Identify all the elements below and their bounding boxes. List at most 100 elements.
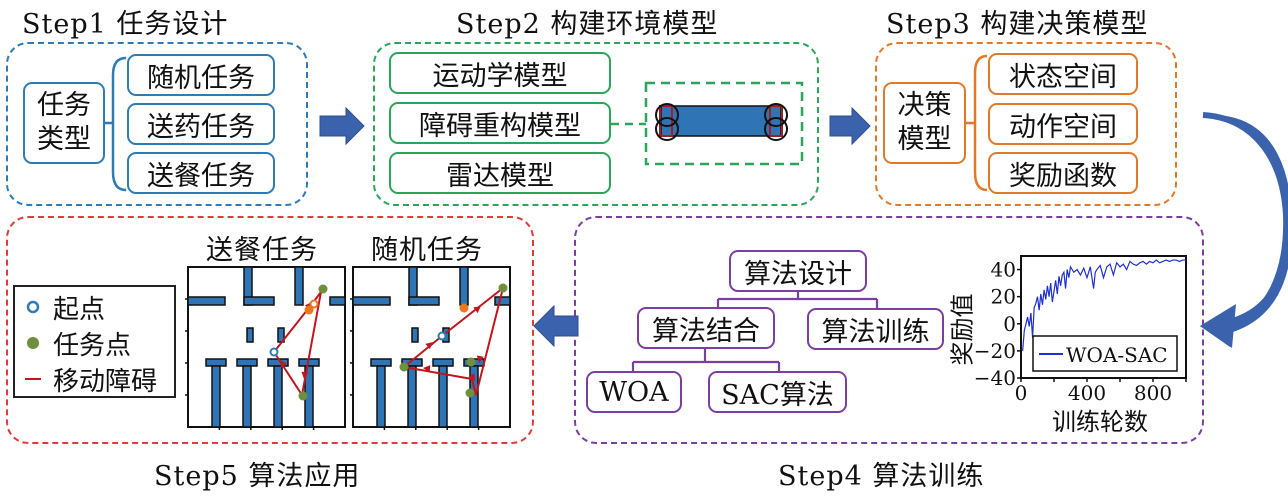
task-type-line1: 任务 (37, 90, 91, 121)
wall (411, 327, 419, 343)
arrowhead-icon (425, 342, 433, 350)
arrow-right-icon (829, 106, 871, 146)
arrowhead-icon (423, 365, 431, 373)
wall (370, 358, 392, 367)
moving-obstacle-path (301, 291, 322, 396)
step1-panel (6, 42, 308, 206)
start-point-icon (269, 347, 279, 357)
line-icon (25, 378, 41, 380)
moving-obstacle-dot (459, 303, 469, 313)
step1-title: Step1 任务设计 (22, 9, 229, 40)
decision-model-box[interactable]: 决策 模型 (883, 82, 966, 164)
task-point-icon (298, 391, 308, 401)
task-random[interactable]: 随机任务 (127, 54, 275, 96)
legend-item-moving-obstacle: 移动障碍 (15, 361, 174, 397)
radar-model[interactable]: 雷达模型 (389, 152, 611, 194)
start-point-icon (437, 331, 447, 341)
moving-obstacle-dot (309, 299, 319, 309)
arrowhead-icon (301, 371, 309, 379)
step4-title: Step4 算法训练 (778, 461, 985, 492)
wall (236, 358, 258, 367)
map (185, 266, 346, 430)
y-tick-label: −40 (974, 366, 1016, 390)
wall (243, 296, 275, 306)
wall (407, 365, 417, 428)
wall (352, 296, 391, 306)
map1-title: 送餐任务 (206, 235, 318, 266)
filled-circle-icon (27, 337, 39, 349)
step5-title: Step5 算法应用 (154, 461, 361, 492)
circle-icon (655, 117, 679, 141)
step3-title: Step3 构建决策模型 (886, 9, 1149, 40)
legend-label-task-point: 任务点 (53, 330, 132, 361)
y-tick-label: −20 (974, 339, 1016, 363)
algorithm-combination[interactable]: 算法结合 (637, 307, 775, 349)
moving-obstacle-path (273, 351, 303, 396)
wall (211, 365, 221, 428)
legend: 起点 任务点 移动障碍 (13, 285, 176, 398)
hollow-circle-icon (26, 300, 40, 314)
map (350, 266, 511, 430)
wall (494, 296, 511, 306)
arrowhead-icon (280, 360, 287, 368)
map2-title: 随机任务 (371, 235, 483, 266)
wall (408, 296, 440, 306)
woa-box[interactable]: WOA (586, 371, 682, 413)
kinematics-model[interactable]: 运动学模型 (389, 52, 611, 94)
circle-icon (764, 117, 788, 141)
wall (246, 327, 254, 343)
algorithm-training[interactable]: 算法训练 (807, 308, 944, 350)
arrowhead-icon (468, 373, 475, 381)
x-tick-label: 0 (1015, 381, 1028, 405)
step5-panel (6, 216, 534, 444)
step2-title: Step2 构建环境模型 (456, 9, 719, 40)
task-point-icon (465, 388, 475, 398)
chart-legend: WOA-SAC (1032, 335, 1178, 372)
decision-model-line1: 决策 (897, 90, 952, 121)
moving-obstacle-dot (304, 305, 314, 315)
wall (438, 365, 448, 428)
algorithm-design[interactable]: 算法设计 (729, 250, 867, 292)
step2-panel (373, 42, 819, 206)
circle-icon (764, 103, 788, 127)
obstacle-rect (660, 105, 782, 137)
x-tick-label: 400 (1068, 381, 1106, 405)
task-type-box[interactable]: 任务 类型 (23, 82, 105, 164)
circle-icon (655, 103, 679, 127)
task-meal[interactable]: 送餐任务 (127, 152, 275, 194)
action-space[interactable]: 动作空间 (988, 103, 1138, 145)
x-tick-label: 800 (1134, 381, 1172, 405)
arrowhead-icon (476, 355, 484, 363)
task-point-icon (498, 283, 508, 293)
legend-label-moving-obstacle: 移动障碍 (53, 366, 158, 397)
task-medicine[interactable]: 送药任务 (127, 103, 275, 145)
reward-function[interactable]: 奖励函数 (988, 152, 1138, 194)
wall (329, 296, 346, 306)
wall (459, 266, 469, 306)
wall (432, 358, 454, 367)
sac-algorithm-box[interactable]: SAC算法 (708, 371, 847, 413)
wall (273, 365, 283, 428)
chart-legend-label: WOA-SAC (1066, 343, 1168, 367)
decision-model-line2: 模型 (897, 124, 952, 155)
obstacle-reconstruction-model[interactable]: 障碍重构模型 (389, 102, 611, 144)
state-space[interactable]: 状态空间 (988, 53, 1138, 95)
y-tick-label: 20 (991, 285, 1016, 309)
wall (205, 358, 227, 367)
arrowhead-icon (473, 306, 481, 314)
task-point-icon (399, 362, 409, 372)
wall (187, 296, 226, 306)
moving-obstacle-path (403, 287, 504, 396)
wall (294, 266, 304, 306)
task-point-icon (466, 357, 476, 367)
wall (242, 365, 252, 428)
legend-item-start: 起点 (15, 289, 174, 325)
task-point-icon (318, 284, 328, 294)
arrow-right-icon (319, 106, 365, 146)
